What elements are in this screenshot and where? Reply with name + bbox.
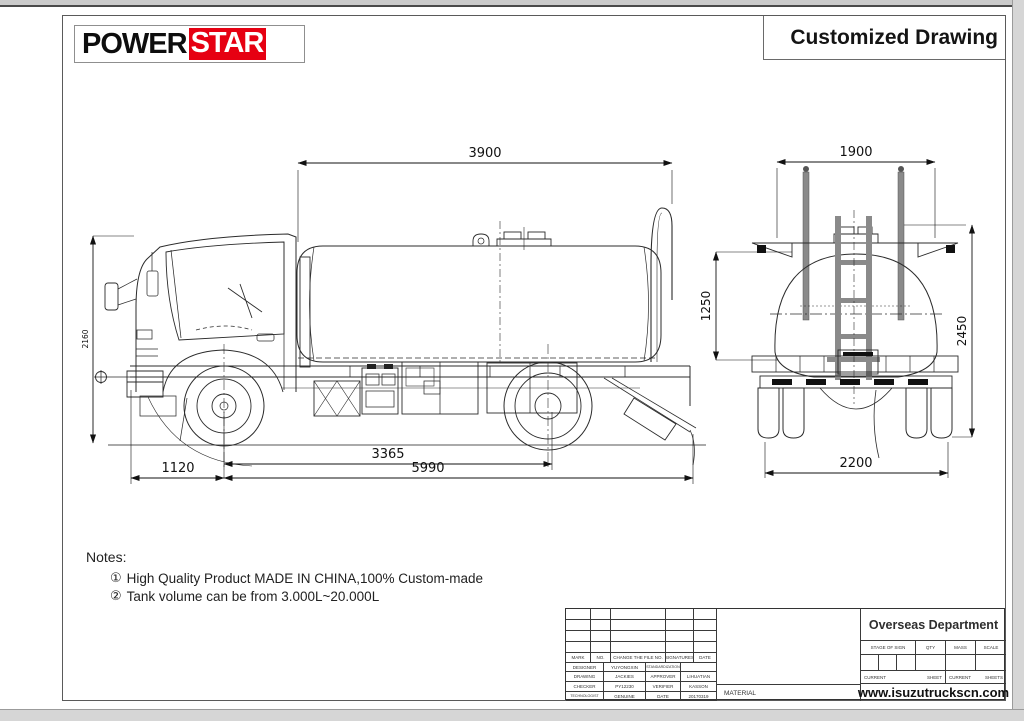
sheet-cell: CURRENT SHEETS xyxy=(946,671,1006,684)
empty-cell xyxy=(694,631,717,642)
empty-cell xyxy=(694,620,717,631)
scan-edge-top xyxy=(0,0,1024,5)
dim-top-width: 1900 xyxy=(839,145,872,160)
rear-view-dimensions: 1900 1250 2450 2200 xyxy=(699,145,976,478)
dim-overall-height: 2450 xyxy=(955,316,969,347)
revision-table: MARK NO. CHANGE THE FILE NO. SIGNATURES … xyxy=(566,609,717,701)
empty-cell xyxy=(694,609,717,620)
empty-cell xyxy=(591,609,611,620)
stage-header: SCALE xyxy=(976,641,1006,655)
note-item: ② Tank volume can be from 3.000L~20.000L xyxy=(110,588,483,606)
dim-cab-height: 2160 xyxy=(81,329,90,348)
sheet-cell: CURRENT SHEET xyxy=(861,671,946,684)
stage-header: STAGE OF SIGN xyxy=(861,641,916,655)
dim-wheelbase: 3365 xyxy=(371,447,404,462)
empty-cell xyxy=(666,642,694,653)
empty-cell xyxy=(611,609,666,620)
stage-header: MASS xyxy=(946,641,976,655)
empty-cell xyxy=(591,620,611,631)
empty-cell xyxy=(916,655,946,671)
logo-star-badge: STAR xyxy=(188,28,267,60)
revision-header-no: NO. xyxy=(591,653,611,663)
material-label: MATERIAL xyxy=(717,684,860,701)
note-text-2: Tank volume can be from 3.000L~20.000L xyxy=(126,589,380,604)
empty-cell xyxy=(566,620,591,631)
side-view xyxy=(94,207,706,478)
credit-value: GENUINE xyxy=(604,692,646,701)
page-title: Customized Drawing xyxy=(790,25,998,49)
notes-section: Notes: ① High Quality Product MADE IN CH… xyxy=(86,549,483,606)
empty-cell xyxy=(566,642,591,653)
notes-heading: Notes: xyxy=(86,549,127,565)
revision-header-change: CHANGE THE FILE NO. xyxy=(611,653,666,663)
empty-cell xyxy=(566,631,591,642)
credit-value: LIHUATIAN xyxy=(681,672,717,682)
empty-cell xyxy=(897,655,916,671)
empty-cell xyxy=(861,655,879,671)
department-name: Overseas Department xyxy=(861,609,1006,641)
note-text-1: High Quality Product MADE IN CHINA,100% … xyxy=(126,571,484,586)
empty-cell xyxy=(566,609,591,620)
credit-value: YUYONGXIN xyxy=(604,663,646,672)
credit-label: STANDARDIZATION xyxy=(646,663,681,672)
department-zone: Overseas Department STAGE OF SIGN QTY MA… xyxy=(857,609,1010,701)
empty-cell xyxy=(611,631,666,642)
empty-cell xyxy=(611,642,666,653)
empty-cell xyxy=(666,620,694,631)
credit-value: 20170319 xyxy=(681,692,717,701)
material-zone: MATERIAL xyxy=(717,609,861,701)
credit-label: DESIGNER xyxy=(566,663,604,672)
dim-rear-width: 2200 xyxy=(839,456,872,471)
revision-header-mark: MARK xyxy=(566,653,591,663)
scan-edge-right xyxy=(1012,0,1024,721)
empty-cell xyxy=(694,642,717,653)
credit-label: DRAWING xyxy=(566,672,604,682)
sheet-label: CURRENT xyxy=(864,674,886,680)
scan-edge-bottom xyxy=(0,709,1024,721)
side-view-dimensions: 3900 2160 3365 1120 5990 xyxy=(81,146,694,484)
revision-header-signatures: SIGNATURES xyxy=(666,653,694,663)
credit-value: PY12230 xyxy=(604,682,646,692)
empty-cell xyxy=(611,620,666,631)
sheet-label: SHEET xyxy=(926,674,942,680)
note-item: ① High Quality Product MADE IN CHINA,100… xyxy=(110,570,483,588)
empty-cell xyxy=(666,609,694,620)
credit-label: CHECKER xyxy=(566,682,604,692)
stage-header: QTY xyxy=(916,641,946,655)
credit-value: JACKIES xyxy=(604,672,646,682)
rear-view xyxy=(751,166,959,459)
powerstar-logo: POWER STAR xyxy=(74,25,305,63)
drawing-title-box: Customized Drawing xyxy=(763,16,1005,60)
empty-cell xyxy=(591,642,611,653)
dim-tank-length: 3900 xyxy=(468,146,501,161)
sheet-label: CURRENT xyxy=(949,674,971,680)
revision-header-date: DATE xyxy=(694,653,717,663)
empty-cell xyxy=(946,655,976,671)
note-bullet-1: ① xyxy=(110,571,122,586)
empty-cell xyxy=(666,631,694,642)
credit-label: TECHNOLOGIST xyxy=(566,692,604,701)
credit-label: APPROVER xyxy=(646,672,681,682)
dim-tank-height: 1250 xyxy=(699,291,713,322)
note-bullet-2: ② xyxy=(110,589,122,604)
credit-label: DATE xyxy=(646,692,681,701)
scan-edge-top-line xyxy=(0,5,1024,7)
sheet-label: SHEETS xyxy=(984,674,1003,680)
website-url: www.isuzutruckscn.com xyxy=(857,685,1010,700)
empty-cell xyxy=(976,655,1006,671)
credit-value xyxy=(681,663,717,672)
dim-overall-length: 5990 xyxy=(411,461,444,476)
empty-cell xyxy=(591,631,611,642)
empty-cell xyxy=(879,655,897,671)
logo-power-text: POWER xyxy=(82,27,188,60)
title-block: MARK NO. CHANGE THE FILE NO. SIGNATURES … xyxy=(565,608,1010,701)
credit-value: KASSON xyxy=(681,682,717,692)
credit-label: VERIFIER xyxy=(646,682,681,692)
dim-front-overhang: 1120 xyxy=(161,461,194,476)
